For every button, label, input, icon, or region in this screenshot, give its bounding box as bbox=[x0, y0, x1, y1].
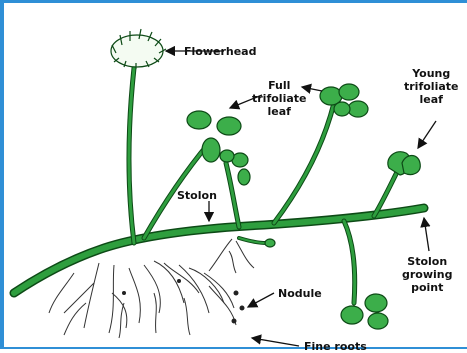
label-young-trifoliate-leaf: Young trifoliate leaf bbox=[404, 67, 458, 106]
label-nodule: Nodule bbox=[278, 287, 322, 300]
label-young-line-2: trifoliate bbox=[404, 80, 458, 93]
flowerhead bbox=[111, 29, 166, 69]
label-young-line-3: leaf bbox=[404, 93, 458, 106]
label-stolon: Stolon bbox=[177, 189, 217, 202]
young-trifoliate-leaf bbox=[388, 152, 420, 175]
label-growing-line-2: growing bbox=[402, 268, 453, 281]
label-stolon-growing-point: Stolon growing point bbox=[402, 255, 453, 294]
label-full-trifoliate-leaf: Full trifoliate leaf bbox=[252, 79, 306, 118]
label-growing-line-1: Stolon bbox=[402, 255, 453, 268]
label-young-line-1: Young bbox=[404, 67, 458, 80]
label-full-line-1: Full bbox=[252, 79, 306, 92]
label-full-line-3: leaf bbox=[252, 105, 306, 118]
label-flowerhead: Flowerhead bbox=[184, 45, 256, 58]
label-fine-roots: Fine roots bbox=[304, 340, 367, 353]
label-full-line-2: trifoliate bbox=[252, 92, 306, 105]
label-growing-line-3: point bbox=[402, 281, 453, 294]
